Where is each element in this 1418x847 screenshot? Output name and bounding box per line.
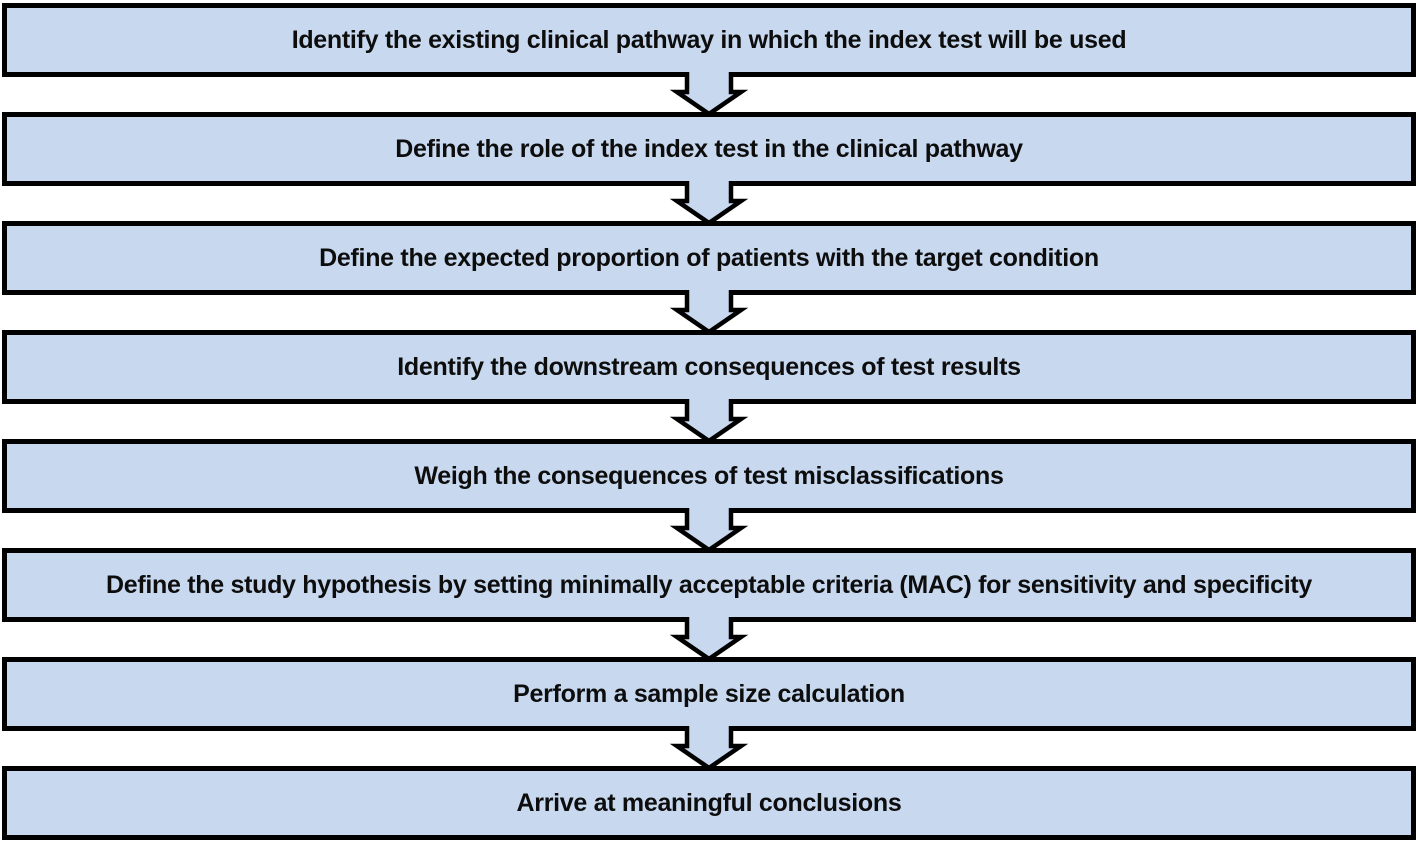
flow-step-7: Perform a sample size calculation xyxy=(2,657,1416,731)
flow-step-3-label: Define the expected proportion of patien… xyxy=(319,243,1099,272)
down-arrow-icon xyxy=(669,508,749,553)
connector-6 xyxy=(2,617,1416,662)
flow-step-6: Define the study hypothesis by setting m… xyxy=(2,548,1416,622)
connector-7 xyxy=(2,726,1416,771)
flow-step-5: Weigh the consequences of test misclassi… xyxy=(2,439,1416,513)
flow-step-1-label: Identify the existing clinical pathway i… xyxy=(291,25,1127,54)
down-arrow-icon xyxy=(669,181,749,226)
down-arrow-icon xyxy=(669,726,749,771)
flow-step-4-label: Identify the downstream consequences of … xyxy=(397,352,1021,381)
down-arrow-icon xyxy=(669,617,749,662)
connector-3 xyxy=(2,290,1416,335)
connector-2 xyxy=(2,181,1416,226)
connector-5 xyxy=(2,508,1416,553)
flow-step-2: Define the role of the index test in the… xyxy=(2,112,1416,186)
connector-4 xyxy=(2,399,1416,444)
connector-1 xyxy=(2,72,1416,117)
flowchart: Identify the existing clinical pathway i… xyxy=(2,3,1416,840)
flow-step-1: Identify the existing clinical pathway i… xyxy=(2,3,1416,77)
flow-step-2-label: Define the role of the index test in the… xyxy=(395,134,1023,163)
flow-step-3: Define the expected proportion of patien… xyxy=(2,221,1416,295)
flow-step-5-label: Weigh the consequences of test misclassi… xyxy=(414,461,1004,490)
flow-step-7-label: Perform a sample size calculation xyxy=(513,679,905,708)
flow-step-4: Identify the downstream consequences of … xyxy=(2,330,1416,404)
flow-step-6-label: Define the study hypothesis by setting m… xyxy=(105,570,1313,599)
down-arrow-icon xyxy=(669,399,749,444)
flow-step-8: Arrive at meaningful conclusions xyxy=(2,766,1416,840)
down-arrow-icon xyxy=(669,290,749,335)
flow-step-8-label: Arrive at meaningful conclusions xyxy=(516,788,902,817)
down-arrow-icon xyxy=(669,72,749,117)
